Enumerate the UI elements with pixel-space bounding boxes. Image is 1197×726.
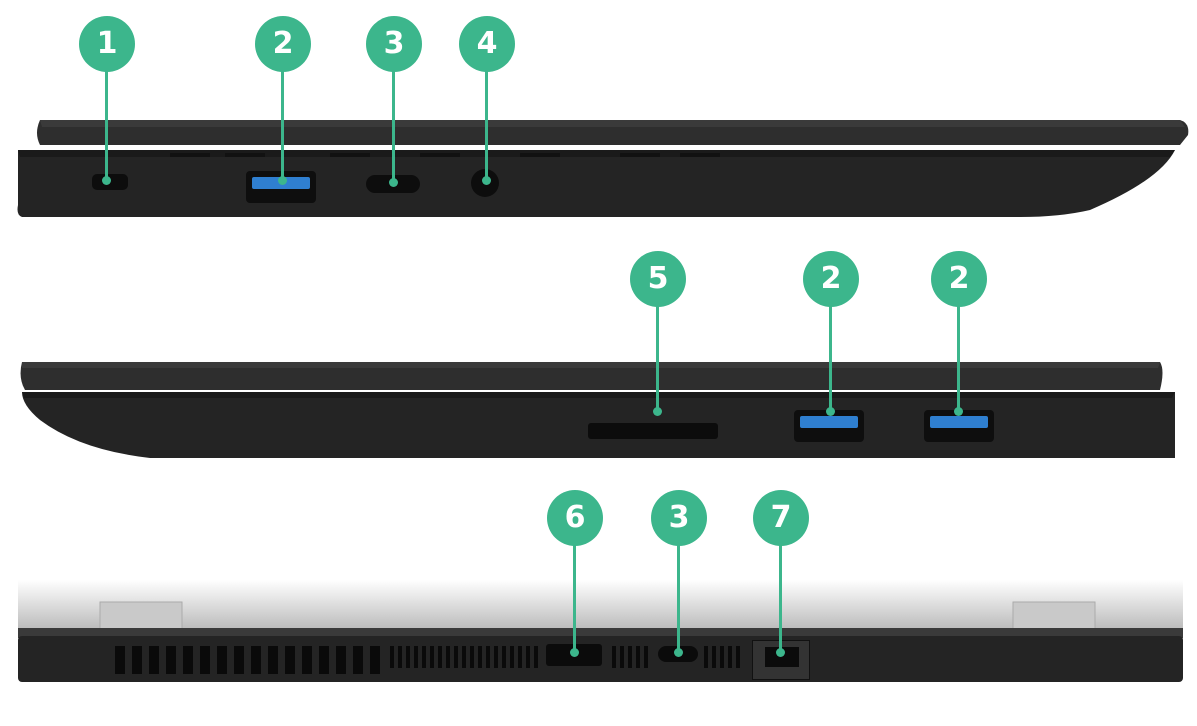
leader-dot [570,648,579,657]
leader-line [392,64,395,180]
leader-line [677,540,680,652]
leader-line [957,300,960,412]
leader-dot [776,648,785,657]
callout-3: 3 [651,490,707,546]
callout-7: 7 [753,490,809,546]
leader-dot [482,176,491,185]
leader-line [656,300,659,412]
ethernet-port [752,640,810,680]
right-side-view [20,362,1175,458]
callout-1: 1 [79,16,135,72]
leader-line [281,64,284,180]
rear-view [18,580,1183,682]
leader-dot [826,407,835,416]
leader-dot [389,178,398,187]
callout-5: 5 [630,251,686,307]
leader-dot [954,407,963,416]
leader-line [829,300,832,412]
leader-line [779,540,782,652]
leader-line [485,64,488,180]
callout-4: 4 [459,16,515,72]
leader-line [573,540,576,652]
callout-6: 6 [547,490,603,546]
callout-2: 2 [803,251,859,307]
callout-3: 3 [366,16,422,72]
leader-dot [653,407,662,416]
leader-dot [102,176,111,185]
leader-dot [278,176,287,185]
left-side-view [17,120,1189,217]
callout-2: 2 [931,251,987,307]
leader-line [105,64,108,180]
usb-a-port [246,171,316,203]
leader-dot [674,648,683,657]
callout-2: 2 [255,16,311,72]
card-reader-slot [588,423,718,439]
